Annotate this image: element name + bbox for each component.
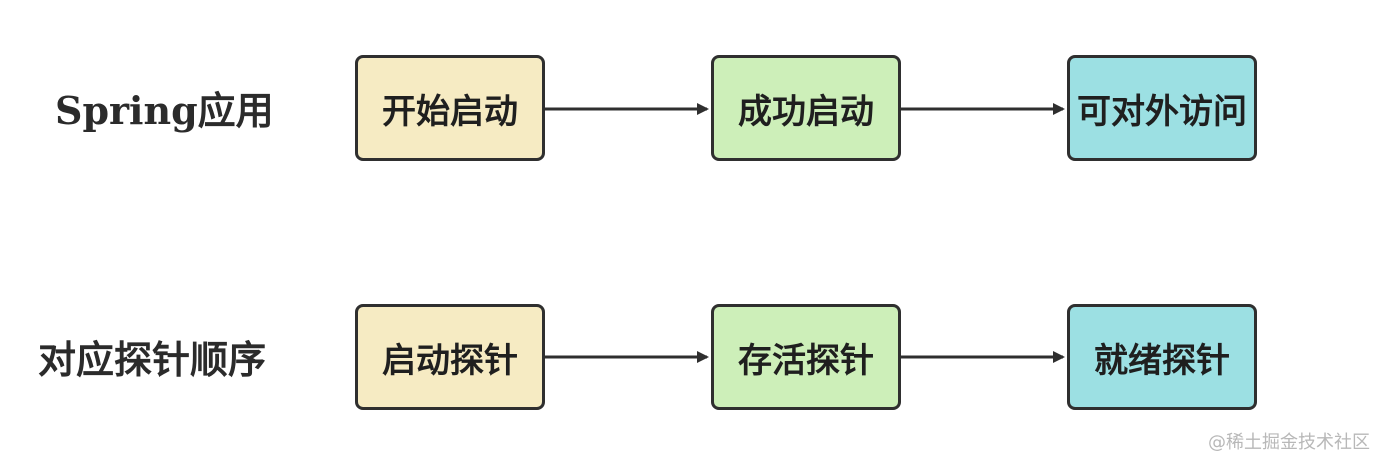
watermark: @稀土掘金技术社区 bbox=[1208, 432, 1370, 453]
row-label-probe-order: 对应探针顺序 bbox=[38, 337, 267, 382]
node-launch-success: 成功启动 bbox=[711, 55, 901, 161]
node-start-launch: 开始启动 bbox=[355, 55, 545, 161]
node-externally-accessible: 可对外访问 bbox=[1067, 55, 1257, 161]
row-label-spring-app: Spring应用 bbox=[55, 88, 274, 133]
node-startup-probe: 启动探针 bbox=[355, 304, 545, 410]
node-liveness-probe: 存活探针 bbox=[711, 304, 901, 410]
node-readiness-probe: 就绪探针 bbox=[1067, 304, 1257, 410]
